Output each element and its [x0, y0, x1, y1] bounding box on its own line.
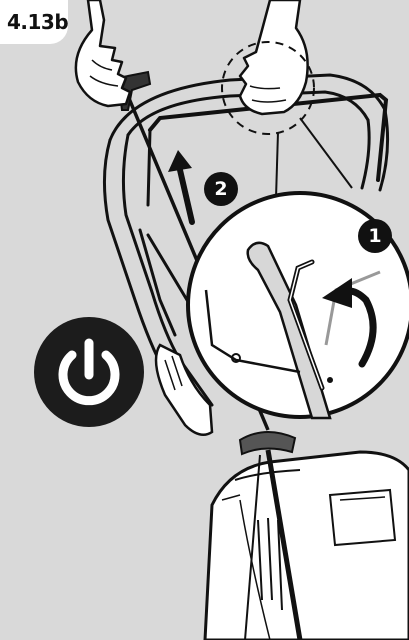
- grass-box: [205, 452, 409, 640]
- up-arrow-icon: [168, 150, 192, 222]
- figure-label: 4.13b: [7, 10, 68, 34]
- hand-icon: [76, 0, 130, 106]
- power-icon: [34, 317, 144, 427]
- step-2-badge: 2: [204, 172, 238, 206]
- step-2-number: 2: [214, 178, 227, 200]
- power-badge: [34, 317, 144, 427]
- step-1-badge: 1: [358, 219, 392, 253]
- figure-label-panel: 4.13b: [0, 0, 68, 44]
- step-1-number: 1: [368, 225, 381, 247]
- hand-icon-right: [240, 0, 308, 114]
